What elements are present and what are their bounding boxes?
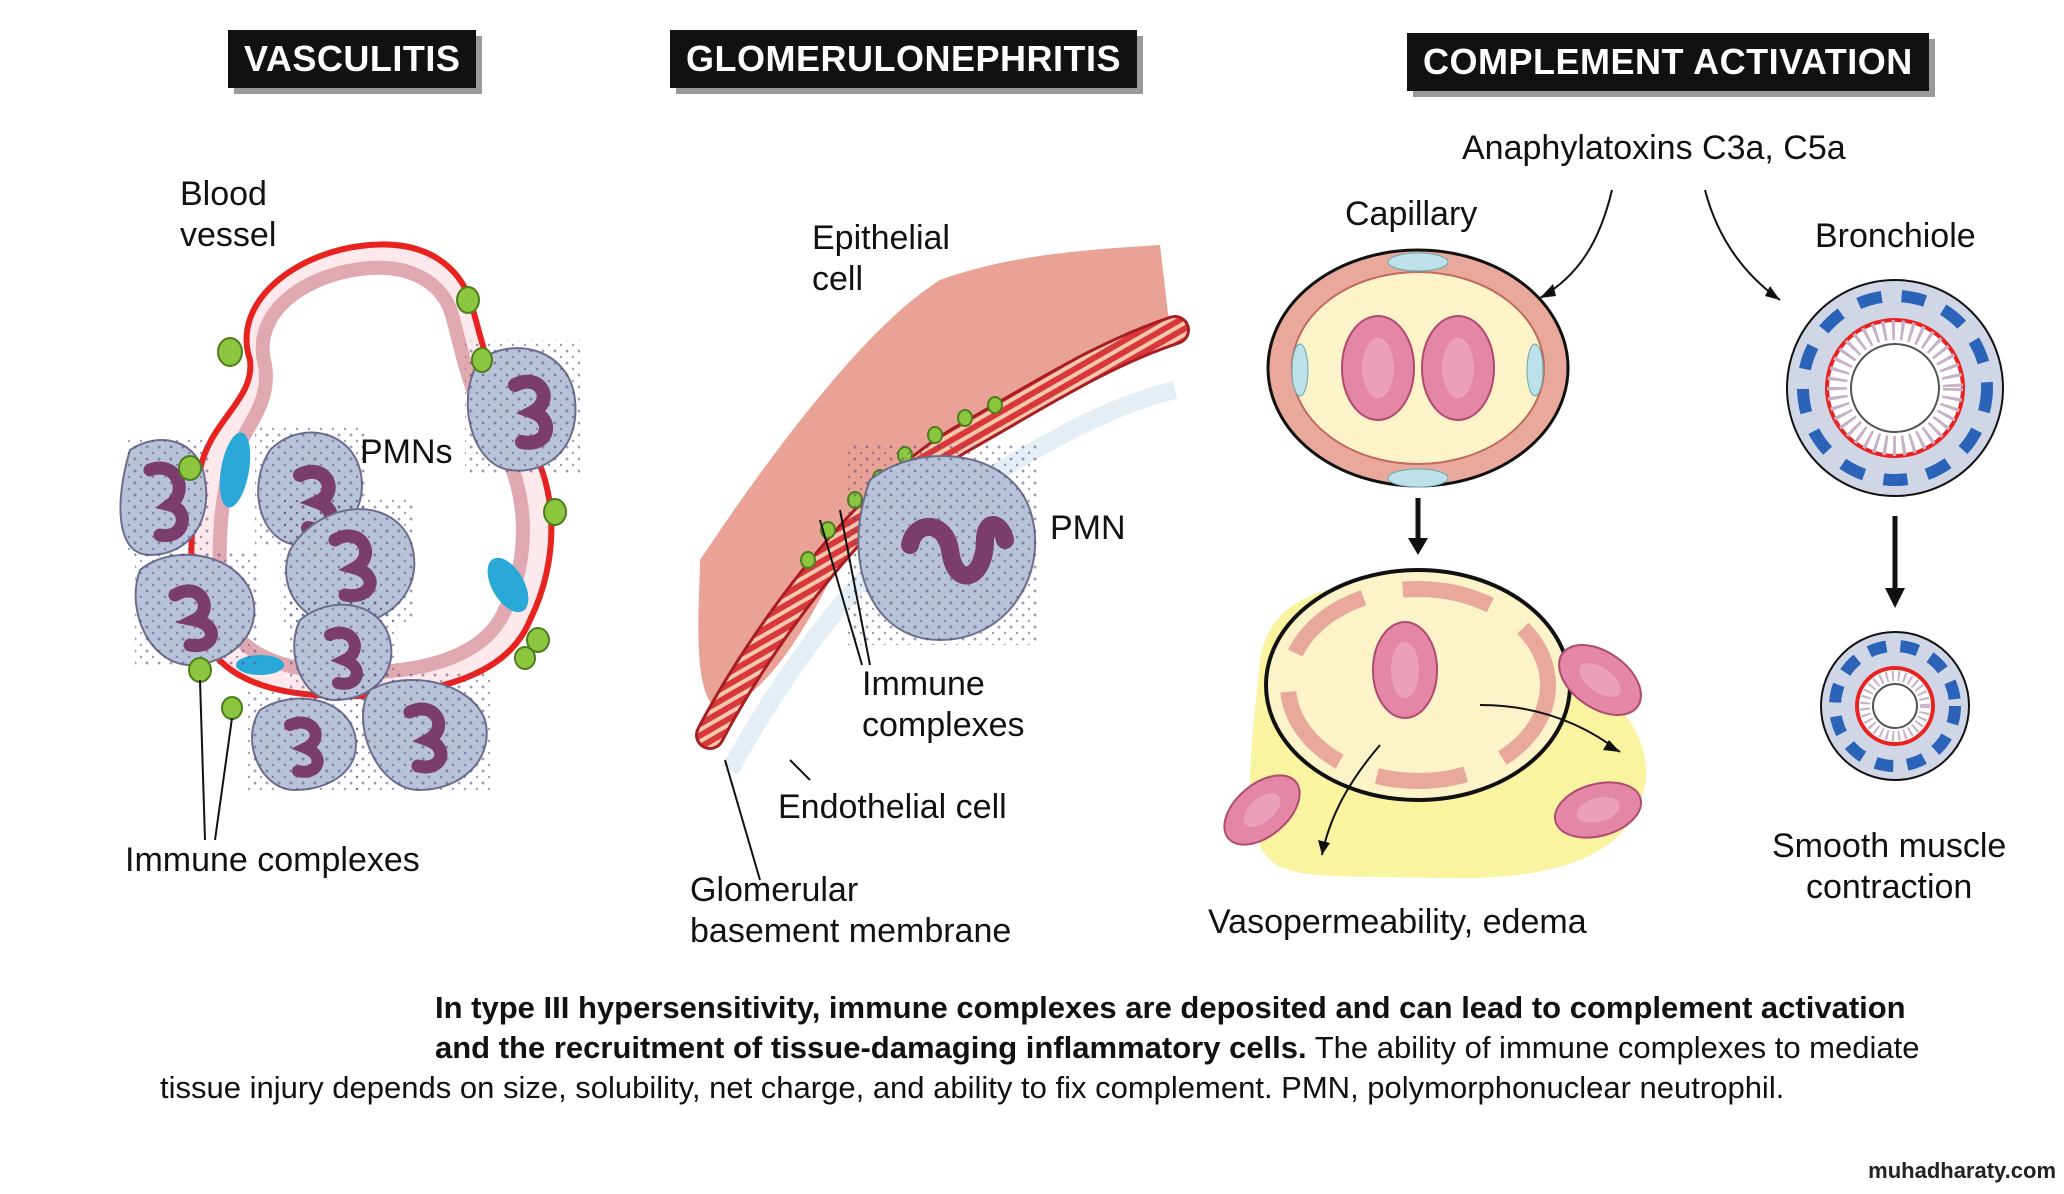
watermark: muhadharaty.com — [1868, 1158, 2056, 1183]
pmns-label: PMNs — [360, 433, 453, 471]
smooth-muscle-label: Smooth muscle contraction — [1772, 827, 2007, 906]
pmn-cell — [245, 690, 360, 792]
pmn-label: PMN — [1050, 509, 1126, 547]
arrow-to-bronchiole — [1704, 189, 1781, 301]
immune-complex-dots — [178, 286, 567, 720]
figure-caption: In type III hypersensitivity, immune com… — [160, 988, 2000, 1108]
blood-vessel-label: Blood vessel — [180, 175, 277, 254]
endothelial-nucleus — [219, 432, 251, 508]
vasculitis-header: VASCULITIS — [228, 30, 477, 88]
immune-complexes-gn-label: Immune complexes — [862, 665, 1025, 744]
glomerular-basement-membrane-label: Glomerular basement membrane — [690, 871, 1012, 950]
glomerulonephritis-header: GLOMERULONEPHRITIS — [670, 30, 1138, 88]
capillary-normal — [1266, 248, 1570, 488]
vasopermeability-label: Vasopermeability, edema — [1208, 903, 1587, 941]
arrow-to-capillary — [1539, 189, 1613, 299]
immune-complex-leader-lines — [199, 679, 233, 841]
bronchiole-constricted — [1820, 631, 1970, 781]
caption-line-3: tissue injury depends on size, solubilit… — [160, 1070, 1785, 1105]
pmn-cell — [355, 670, 490, 792]
leader-lines — [724, 509, 871, 881]
complement-illustration — [1223, 189, 2004, 879]
complement-activation-header: COMPLEMENT ACTIVATION — [1407, 33, 1929, 91]
pmn-cell — [845, 445, 1040, 645]
capillary-label: Capillary — [1345, 195, 1478, 233]
down-arrow-bronchiole — [1885, 516, 1905, 608]
endothelial-cell-label: Endothelial cell — [778, 788, 1007, 826]
anaphylatoxins-label: Anaphylatoxins C3a, C5a — [1462, 129, 1846, 167]
down-arrow-capillary — [1408, 498, 1428, 555]
endothelial-nucleus — [487, 557, 529, 613]
caption-normal-line-2: The ability of immune complexes to media… — [1306, 1030, 1920, 1065]
epithelial-cell-label: Epithelial cell — [812, 219, 950, 298]
pmn-cell — [134, 550, 260, 667]
bronchiole-normal — [1786, 279, 2004, 497]
bronchiole-label: Bronchiole — [1815, 217, 1976, 255]
capillary-edema — [1223, 568, 1647, 879]
vasculitis-illustration — [119, 241, 580, 841]
caption-bold-line-2: and the recruitment of tissue-damaging i… — [435, 1030, 1307, 1065]
glomerulonephritis-illustration — [690, 240, 1190, 881]
immune-complexes-label: Immune complexes — [125, 841, 420, 879]
caption-bold-line-1: In type III hypersensitivity, immune com… — [435, 990, 1906, 1025]
